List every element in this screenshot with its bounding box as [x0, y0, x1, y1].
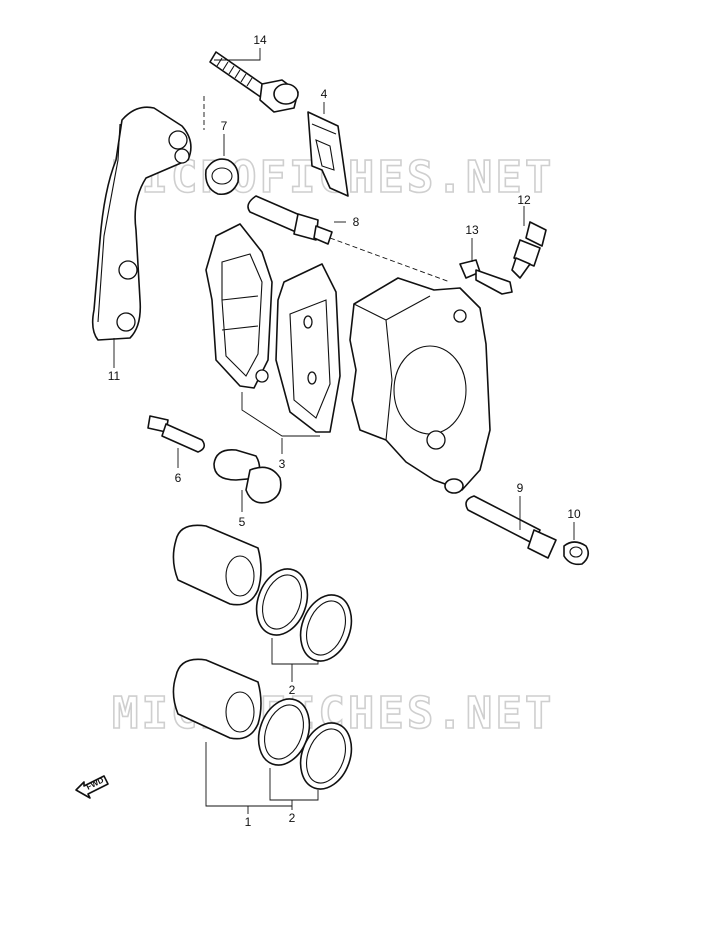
- callout-2-upper: 2: [289, 683, 296, 697]
- part-14-bolt[interactable]: [209, 51, 299, 113]
- part-9-caliper-pin[interactable]: [465, 495, 557, 559]
- seal-set-lower[interactable]: [250, 692, 360, 796]
- part-13-bleeder-cap[interactable]: [459, 259, 513, 295]
- part-10-pin-plug[interactable]: [563, 541, 590, 566]
- part-3-brake-pad-set[interactable]: [205, 223, 341, 433]
- callout-6: 6: [175, 471, 182, 485]
- fwd-arrow-icon: FWD: [75, 775, 109, 799]
- part-6-slide-pin[interactable]: [147, 415, 206, 453]
- callout-7: 7: [221, 119, 228, 133]
- seal-set-upper[interactable]: [248, 562, 360, 668]
- part-11-caliper-bracket[interactable]: [91, 106, 192, 341]
- callout-14: 14: [253, 33, 267, 47]
- part-5-pin-boot[interactable]: [213, 448, 282, 504]
- callout-10: 10: [567, 507, 581, 521]
- callout-12: 12: [517, 193, 531, 207]
- callout-13: 13: [465, 223, 479, 237]
- callout-2-lower: 2: [289, 811, 296, 825]
- callout-8: 8: [353, 215, 360, 229]
- part-7-boot[interactable]: [204, 158, 240, 196]
- piston-lower[interactable]: [172, 658, 262, 740]
- callout-11: 11: [108, 369, 121, 383]
- caliper-body: [349, 277, 491, 494]
- callout-4: 4: [321, 87, 328, 101]
- part-12-bleeder-valve[interactable]: [511, 221, 547, 279]
- callout-5: 5: [239, 515, 246, 529]
- callout-1: 1: [245, 815, 252, 829]
- part-4-pad-spring[interactable]: [307, 111, 349, 197]
- part-8-guide-pin[interactable]: [247, 195, 333, 245]
- piston-upper[interactable]: [172, 524, 262, 606]
- callout-9: 9: [517, 481, 524, 495]
- callout-3: 3: [279, 457, 286, 471]
